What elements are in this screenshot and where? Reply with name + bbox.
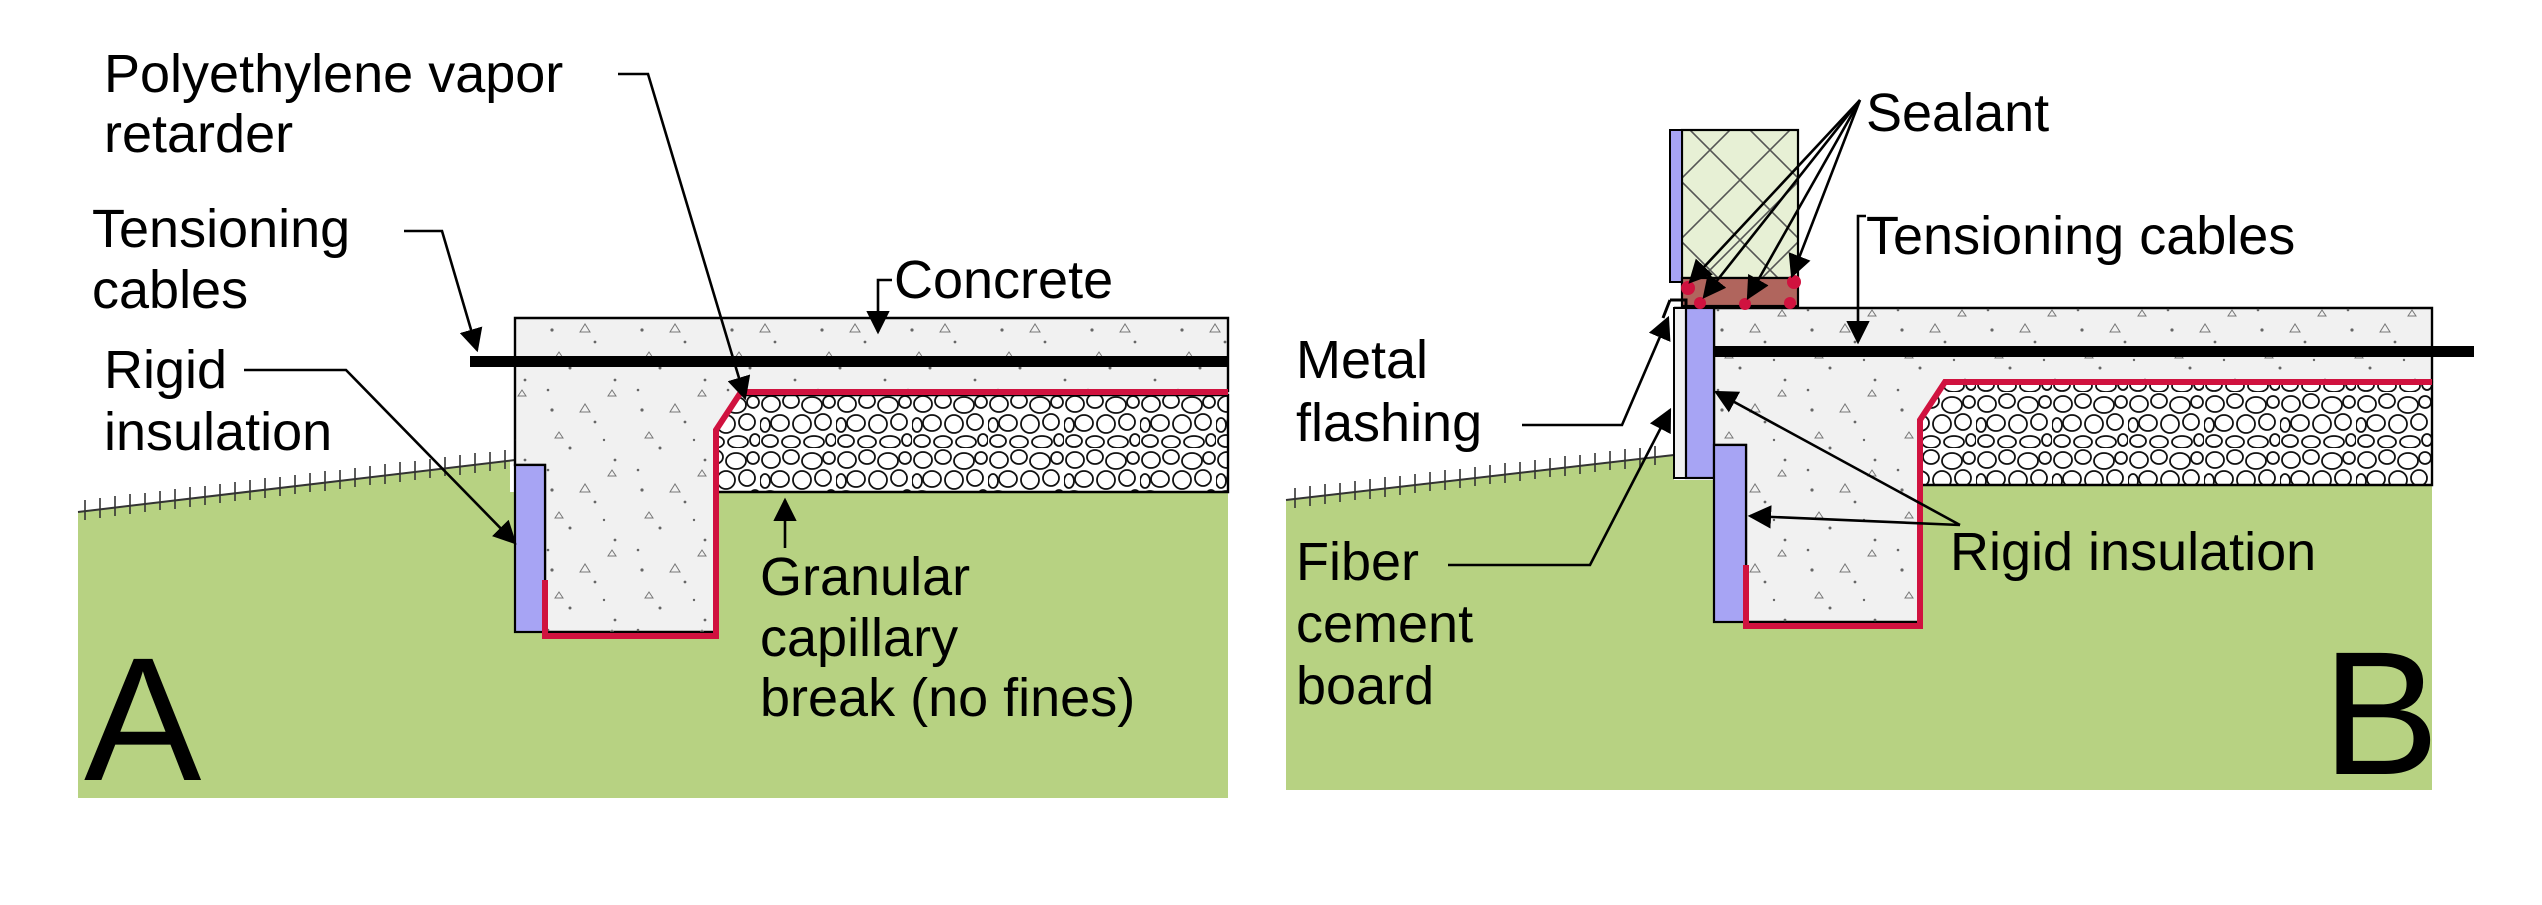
- soil-a-main: [78, 461, 510, 798]
- leaders-rigid-b: [1713, 390, 1961, 529]
- leader-tensioning-b: [1846, 214, 1870, 345]
- label-metal-2: flashing: [1296, 393, 1482, 453]
- leader-tensioning-a: [404, 229, 483, 353]
- label-tensioning-1: Tensioning: [92, 199, 350, 259]
- label-tensioning-b: Tensioning cables: [1866, 206, 2295, 266]
- label-fiber-1: Fiber: [1296, 532, 1419, 592]
- panel-letter-b: B: [2322, 616, 2439, 812]
- concrete-b-texture: [1674, 308, 2432, 622]
- leader-vapor-retarder: [618, 72, 751, 401]
- exterior-siding-b: [1669, 129, 1683, 283]
- leaders-sealant: [1688, 99, 1862, 301]
- gravel-b: [1918, 381, 2434, 487]
- label-metal-1: Metal: [1296, 330, 1428, 390]
- soil-b: [1286, 455, 1674, 790]
- grass-hatch-b: [1294, 446, 1656, 508]
- gravel-a: [714, 393, 1230, 494]
- label-rigid-2: insulation: [104, 402, 332, 462]
- leader-rigid-a: [244, 368, 517, 545]
- rigid-insulation-b-upper: [1684, 306, 1716, 480]
- label-vapor-retarder-1: Polyethylene vapor: [104, 44, 563, 104]
- rigid-insulation-b-lower: [1712, 443, 1748, 624]
- label-vapor-retarder-2: retarder: [104, 104, 293, 164]
- label-rigid-b: Rigid insulation: [1950, 522, 2316, 582]
- grass-hatch-a: [84, 450, 506, 520]
- rigid-insulation-a: [513, 463, 547, 634]
- label-granular-1: Granular: [760, 547, 970, 607]
- leader-metal-flashing: [1522, 315, 1671, 427]
- panel-a: Polyethylene vapor retarder Tensioning c…: [77, 44, 1230, 818]
- leader-fiber-cement: [1448, 407, 1672, 567]
- leader-concrete: [866, 278, 892, 335]
- label-concrete: Concrete: [894, 250, 1113, 310]
- panel-letter-a: A: [84, 622, 202, 818]
- label-fiber-3: board: [1296, 656, 1434, 716]
- label-rigid-1: Rigid: [104, 340, 227, 400]
- vapor-retarder-a: [542, 389, 1228, 639]
- panel-b: Sealant Tensioning cables Metal flashing…: [1285, 83, 2474, 812]
- label-tensioning-2: cables: [92, 260, 248, 320]
- label-fiber-2: cement: [1296, 594, 1473, 654]
- sealant-beads: [1681, 275, 1801, 310]
- tensioning-cable-b: [1714, 346, 2474, 357]
- metal-flashing-b: [1661, 298, 1688, 319]
- label-granular-3: break (no fines): [760, 668, 1135, 728]
- wall-insulation-b: [1680, 128, 1800, 280]
- concrete-a-texture: [515, 318, 1228, 632]
- label-sealant: Sealant: [1866, 83, 2049, 143]
- tensioning-cable-a: [470, 356, 1228, 367]
- fiber-cement-board-b: [1673, 307, 1687, 479]
- label-granular-2: capillary: [760, 608, 958, 668]
